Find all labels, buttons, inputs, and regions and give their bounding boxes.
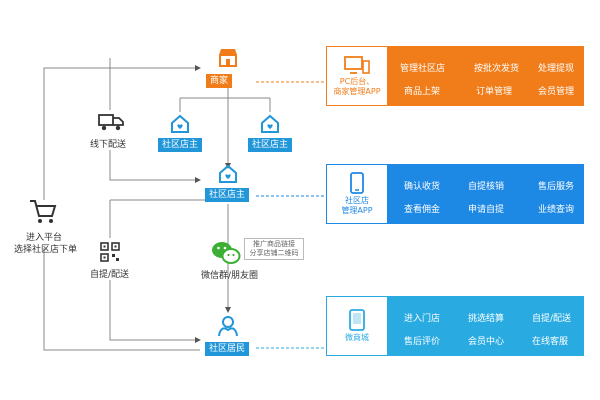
promo-line-1: 推广商品链接 [253, 240, 295, 248]
panel-item: 售后服务 [538, 182, 575, 192]
store-house-icon [261, 114, 279, 133]
pickup-label: 自提/配送 [90, 270, 130, 280]
panel-item: 会员中心 [468, 337, 505, 347]
wechat-icon [212, 242, 241, 264]
promo-note: 推广商品链接 分享店铺二维码 [244, 238, 304, 260]
owner-node-b[interactable]: 社区店主 [248, 138, 293, 152]
panel-item: 确认收货 [404, 182, 441, 192]
owner-panel-title-1: 社区店 [345, 196, 369, 205]
panel-item: 按批次发货 [474, 64, 520, 74]
offline-label: 线下配送 [90, 140, 127, 150]
shop-icon [219, 49, 237, 67]
qrcode-icon [100, 242, 120, 262]
pickup-line-down [109, 280, 201, 343]
resident-panel-header: 微商城 [326, 296, 388, 356]
panel-item: 自提核销 [468, 182, 505, 192]
panel-item: 业绩查询 [538, 205, 575, 215]
merchant-panel-title-2: 商家管理APP [333, 87, 381, 96]
owner-node-a[interactable]: 社区店主 [158, 138, 203, 152]
platform-line [43, 65, 201, 200]
merchant-panel-functions: 管理社区店 按批次发货 处理提现 商品上架 订单管理 会员管理 [388, 46, 584, 106]
owner-panel-header: 社区店 管理APP [326, 164, 388, 224]
panel-item: 自提/配送 [532, 314, 572, 324]
platform-label-1: 进入平台 [26, 233, 63, 243]
panel-item: 挑选结算 [468, 314, 505, 324]
resident-panel: 微商城 进入门店 挑选结算 自提/配送 售后评价 会员中心 在线客服 [326, 296, 584, 356]
panel-item: 订单管理 [476, 87, 513, 97]
monitor-phone-icon [344, 56, 370, 74]
resident-icon [218, 316, 238, 337]
resident-panel-title-1: 微商城 [345, 333, 369, 342]
panel-item: 售后评价 [404, 337, 441, 347]
panel-item: 处理提现 [538, 64, 575, 74]
merchant-panel: PC后台、 商家管理APP 管理社区店 按批次发货 处理提现 商品上架 订单管理… [326, 46, 584, 106]
panel-item: 在线客服 [532, 337, 569, 347]
tablet-icon [349, 309, 365, 331]
panel-item: 管理社区店 [400, 64, 446, 74]
wechat-label: 微信群/朋友圈 [201, 271, 259, 281]
truck-icon [98, 114, 124, 131]
store-house-icon [171, 114, 189, 133]
merchant-node[interactable]: 商家 [206, 74, 233, 88]
resident-node[interactable]: 社区居民 [205, 342, 250, 356]
owner-panel-title-2: 管理APP [341, 206, 373, 215]
panel-item: 会员管理 [538, 87, 575, 97]
offline-line-down [109, 150, 201, 183]
owner-node-main[interactable]: 社区店主 [205, 188, 250, 202]
resident-panel-functions: 进入门店 挑选结算 自提/配送 售后评价 会员中心 在线客服 [388, 296, 584, 356]
panel-item: 商品上架 [404, 87, 441, 97]
owner-panel-functions: 确认收货 自提核销 售后服务 查看佣金 申请自提 业绩查询 [388, 164, 584, 224]
platform-line-bottom [43, 248, 200, 351]
merchant-panel-header: PC后台、 商家管理APP [326, 46, 388, 106]
owner-panel: 社区店 管理APP 确认收货 自提核销 售后服务 查看佣金 申请自提 业绩查询 [326, 164, 584, 224]
store-house-icon [219, 164, 237, 183]
panel-item: 进入门店 [404, 314, 441, 324]
panel-item: 查看佣金 [404, 205, 441, 215]
phone-icon [350, 172, 364, 194]
platform-label-2: 选择社区店下单 [14, 245, 78, 255]
panel-item: 申请自提 [468, 205, 505, 215]
merchant-panel-title-1: PC后台、 [339, 77, 375, 86]
promo-line-2: 分享店铺二维码 [249, 249, 299, 257]
cart-icon [30, 200, 57, 223]
